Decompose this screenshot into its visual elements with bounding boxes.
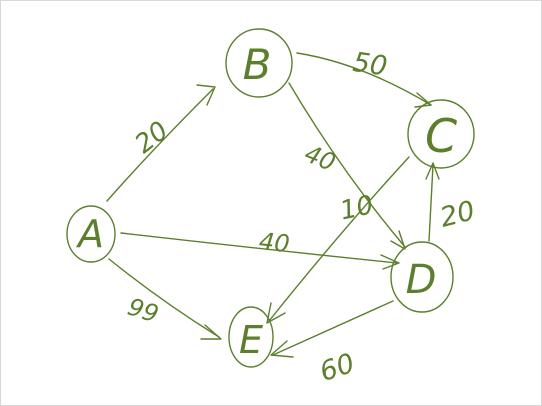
node-d-circle xyxy=(390,241,454,313)
node-c-circle xyxy=(407,99,475,169)
node-e-circle xyxy=(228,306,274,368)
node-a: A xyxy=(66,205,116,263)
node-e-label: E xyxy=(239,318,263,362)
node-d: D xyxy=(390,241,454,313)
node-a-circle xyxy=(66,205,116,263)
edge-weight-label: 50 xyxy=(351,47,389,82)
edge-d-c: 20 xyxy=(425,162,478,242)
node-e: E xyxy=(228,306,274,368)
edge-c-e: 10 xyxy=(266,156,410,324)
edge-a-b: 20 xyxy=(106,84,216,202)
node-b-label: B xyxy=(243,40,272,89)
node-c: C xyxy=(407,99,475,169)
node-b: B xyxy=(225,28,293,98)
node-b-circle xyxy=(225,28,293,98)
edge-weight-label: 40 xyxy=(258,227,291,258)
node-a-label: A xyxy=(75,212,104,256)
edge-d-e: 60 xyxy=(270,300,394,388)
edge-weight-label: 10 xyxy=(337,190,376,226)
edge-a-d: 40 xyxy=(120,227,400,270)
edge-weight-label: 40 xyxy=(301,140,340,177)
node-c-label: C xyxy=(425,109,457,163)
edge-weight-label: 20 xyxy=(437,195,478,233)
edge-weight-label: 60 xyxy=(316,348,358,388)
edge-b-c: 50 xyxy=(296,47,432,108)
edge-a-e: 99 xyxy=(108,258,222,340)
node-d-label: D xyxy=(406,257,437,303)
edge-weight-label: 99 xyxy=(124,293,162,329)
edge-weight-label: 20 xyxy=(130,116,175,160)
